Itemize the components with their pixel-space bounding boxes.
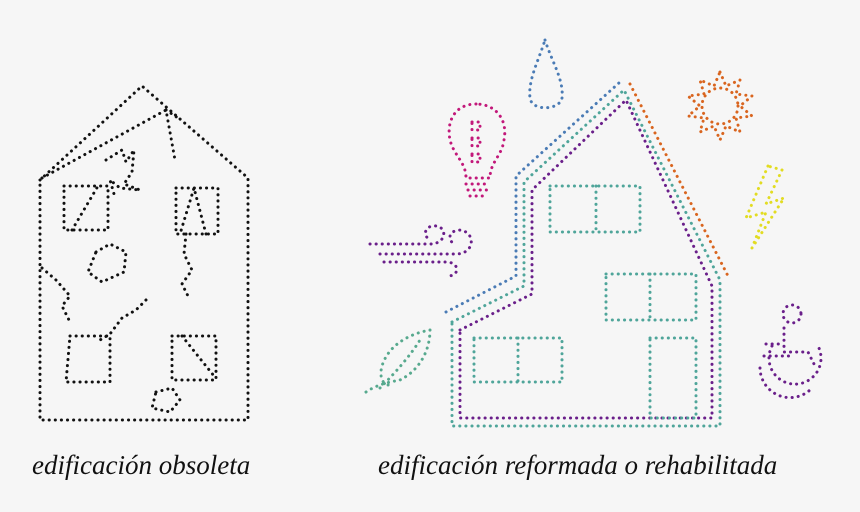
lightning-icon (744, 164, 786, 250)
wind-icon (368, 224, 473, 278)
obsolete-house-icon (38, 84, 250, 422)
caption-rehabilitated-building: edificación reformada o rehabilitada (378, 450, 778, 480)
caption-obsolete-building: edificación obsoleta (32, 450, 251, 480)
lightbulb-icon (447, 102, 507, 198)
rehabilitated-house-icon (444, 80, 730, 428)
wheelchair-icon (758, 303, 823, 400)
leaf-icon (364, 328, 432, 394)
sun-icon (686, 70, 754, 142)
water-drop-icon (528, 38, 564, 110)
